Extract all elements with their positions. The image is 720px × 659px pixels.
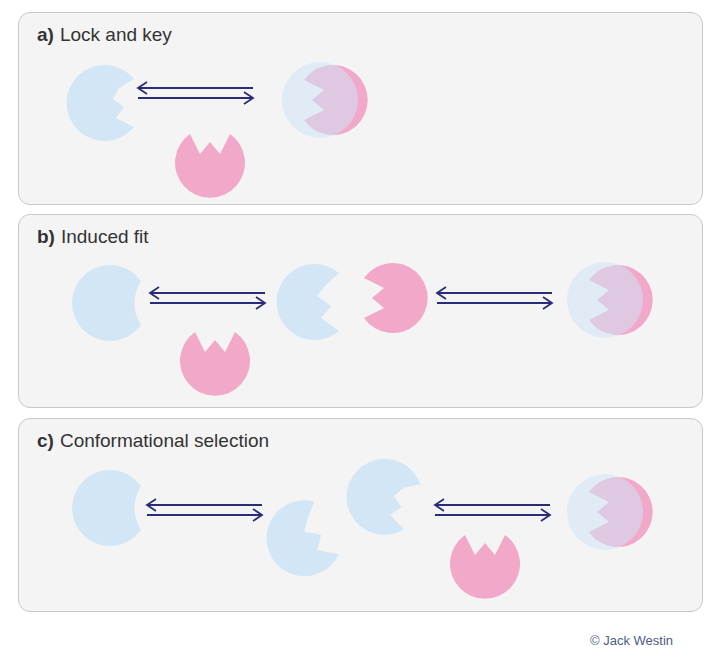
panel-title: c) Conformational selection — [37, 430, 269, 452]
complex-shape — [567, 474, 653, 550]
substrate-shape — [364, 263, 428, 333]
enzyme-shape — [254, 493, 343, 588]
panel-box: c) Conformational selection — [18, 418, 703, 612]
copyright-note: © Jack Westin — [590, 633, 673, 648]
panel-letter: c) — [37, 430, 54, 451]
equilibrium-arrow — [435, 499, 550, 521]
enzyme-shape — [336, 448, 425, 542]
enzyme-shape — [276, 264, 339, 340]
panel-letter: b) — [37, 226, 55, 247]
equilibrium-arrow — [150, 287, 265, 309]
enzyme-shape — [72, 265, 141, 341]
panel-box: a) Lock and key — [18, 12, 703, 205]
panel-title: b) Induced fit — [37, 226, 149, 248]
equilibrium-arrow — [147, 499, 262, 521]
enzyme-shape — [72, 470, 141, 546]
panel-letter: a) — [37, 24, 54, 45]
enzyme-shape — [67, 65, 134, 141]
complex-shape — [567, 262, 653, 338]
substrate-shape — [180, 332, 250, 396]
panel-heading: Conformational selection — [60, 430, 269, 451]
equilibrium-arrow — [437, 287, 552, 309]
complex-shape — [282, 62, 368, 138]
substrate-shape — [175, 134, 245, 198]
panel-title: a) Lock and key — [37, 24, 172, 46]
panel-heading: Induced fit — [61, 226, 149, 247]
panel-heading: Lock and key — [60, 24, 172, 45]
equilibrium-arrow — [138, 82, 253, 104]
substrate-shape — [450, 535, 520, 599]
panel-box: b) Induced fit — [18, 214, 703, 408]
